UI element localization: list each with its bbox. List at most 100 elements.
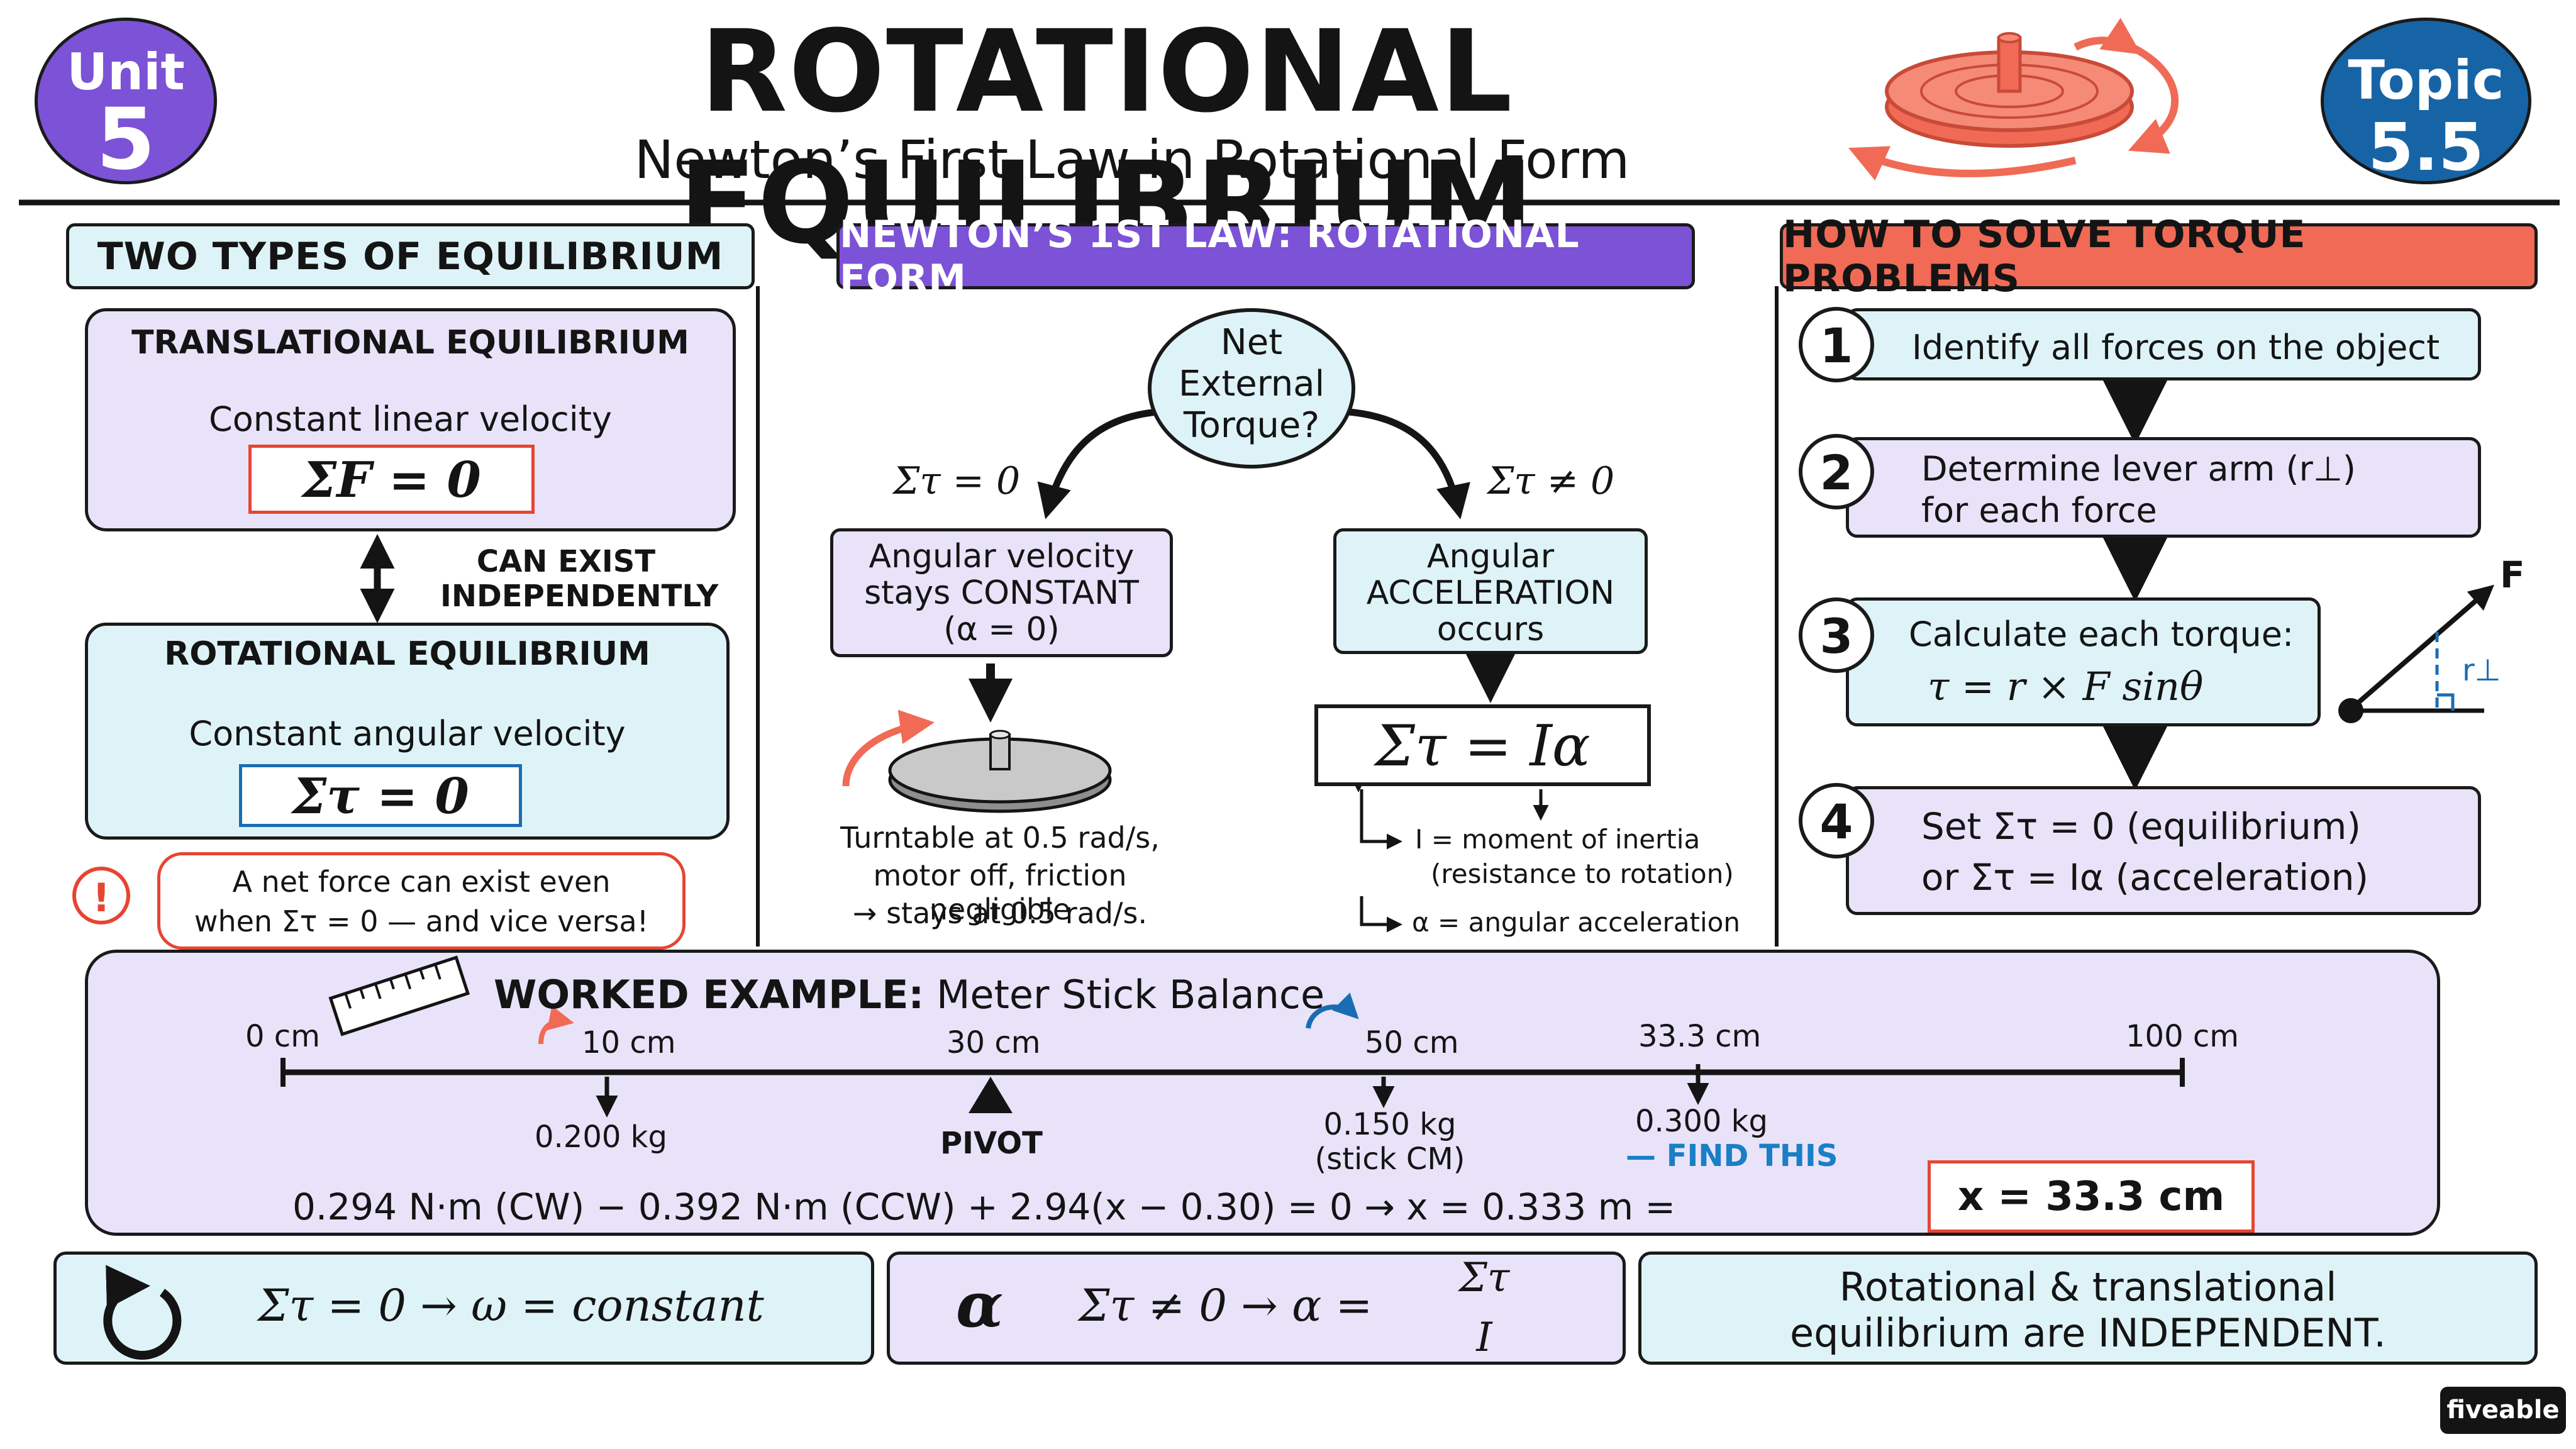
step-3-line-1: Calculate each torque: xyxy=(1909,614,2294,654)
question-line-1: Net xyxy=(1220,322,1283,363)
tick-label-50: 50 cm xyxy=(1365,1025,1459,1060)
summary-right-line-2: equilibrium are INDEPENDENT. xyxy=(1790,1310,2386,1356)
left-box-line-2: stays CONSTANT xyxy=(864,574,1139,612)
page-subtitle: Newton’s First Law in Rotational Form xyxy=(634,129,1630,191)
worked-example-answer: x = 33.3 cm xyxy=(1928,1160,2255,1233)
cw-icon xyxy=(1306,992,1359,1029)
left-branch-label: Στ = 0 xyxy=(893,459,1021,503)
spinning-disk-icon xyxy=(1848,18,2179,181)
force-label: F xyxy=(2500,553,2525,596)
mass-label-1: 0.200 kg xyxy=(535,1119,667,1155)
rotational-title: ROTATIONAL EQUILIBRIUM xyxy=(164,635,650,673)
branch-arrow-left xyxy=(1037,408,1158,519)
right-box-line-2: ACCELERATION xyxy=(1366,574,1615,612)
worked-example-title: WORKED EXAMPLE: Meter Stick Balance xyxy=(494,972,1324,1018)
right-branch-label: Στ ≠ 0 xyxy=(1487,459,1615,503)
step-2-number: 2 xyxy=(1799,434,1874,509)
step-1-text: Identify all forces on the object xyxy=(1912,328,2440,367)
definition-I-detail: (resistance to rotation) xyxy=(1431,858,1734,889)
right-box-line-1: Angular xyxy=(1426,538,1555,575)
summary-left-text: Στ = 0 → ω = constant xyxy=(258,1280,764,1331)
brand-logo[interactable]: fiveable xyxy=(2440,1387,2566,1434)
summary-box-right: Rotational & translational equilibrium a… xyxy=(1638,1252,2538,1365)
step-4-box: Set Στ = 0 (equilibrium) or Στ = Iα (acc… xyxy=(1846,786,2481,915)
mass-label-2-note: (stick CM) xyxy=(1314,1141,1465,1177)
connector-I xyxy=(1360,789,1402,850)
question-line-2: External xyxy=(1178,364,1325,404)
right-panel-heading: HOW TO SOLVE TORQUE PROBLEMS xyxy=(1780,213,2538,301)
step-3-box: Calculate each torque: τ = r × F sinθ xyxy=(1846,597,2321,726)
branch-arrow-right xyxy=(1348,408,1470,519)
turntable-line-1: Turntable at 0.5 rad/s, xyxy=(840,821,1160,855)
circular-arrow-icon xyxy=(103,1265,182,1360)
unit-number: 5 xyxy=(96,90,155,189)
step-1-box: Identify all forces on the object xyxy=(1846,308,2481,380)
mass-label-2: 0.150 kg xyxy=(1323,1107,1457,1142)
newton-second-law-equation: Στ = Iα xyxy=(1314,704,1651,786)
topic-badge: Topic 5.5 xyxy=(2321,18,2531,186)
step-4-number: 4 xyxy=(1799,783,1874,858)
summary-box-middle xyxy=(887,1252,1626,1365)
independence-label-2: INDEPENDENTLY xyxy=(440,579,719,614)
tick-label-30: 30 cm xyxy=(947,1025,1041,1060)
worked-example-title-bold: WORKED EXAMPLE: xyxy=(494,972,924,1018)
rotational-equation: Στ = 0 xyxy=(239,764,522,827)
warning-icon: ! xyxy=(72,867,130,924)
turntable-line-3: → stays at 0.5 rad/s. xyxy=(852,896,1148,930)
turntable-line-2: motor off, friction negligible xyxy=(873,858,1127,926)
left-box-line-1: Angular velocity xyxy=(869,538,1135,575)
step-3-line-2: τ = r × F sinθ xyxy=(1928,663,2204,709)
translational-box: TRANSLATIONAL EQUILIBRIUM Constant linea… xyxy=(85,308,736,531)
independence-label-1: CAN EXIST xyxy=(476,544,656,579)
step-4-line-1: Set Στ = 0 (equilibrium) xyxy=(1921,805,2361,848)
right-box-line-3: occurs xyxy=(1436,611,1545,648)
tick-label-100: 100 cm xyxy=(2126,1019,2240,1054)
pivot-label: PIVOT xyxy=(940,1126,1043,1161)
tick-label-10: 10 cm xyxy=(582,1025,676,1060)
summary-right-line-1: Rotational & translational xyxy=(1839,1264,2337,1310)
step-3-number: 3 xyxy=(1799,597,1874,673)
middle-panel-heading: NEWTON’S 1ST LAW: ROTATIONAL FORM xyxy=(836,213,1695,301)
rotational-box: ROTATIONAL EQUILIBRIUM Constant angular … xyxy=(85,623,730,840)
find-this-label: — FIND THIS xyxy=(1626,1138,1838,1174)
rotational-caption: Constant angular velocity xyxy=(189,714,626,753)
translational-caption: Constant linear velocity xyxy=(209,399,612,439)
unit-label: Unit xyxy=(67,43,185,101)
ruler-icon xyxy=(328,955,470,1036)
fraction-denominator: I xyxy=(1476,1314,1492,1361)
alpha-icon: α xyxy=(956,1269,1004,1341)
lever-arm-label: r⊥ xyxy=(2462,653,2501,688)
step-2-line-2: for each force xyxy=(1921,491,2157,530)
turntable-icon xyxy=(842,709,1112,813)
lever-arm-icon xyxy=(2338,584,2495,723)
ccw-icon xyxy=(538,1006,574,1045)
topic-number: 5.5 xyxy=(2368,109,2484,186)
left-box-line-3: (α = 0) xyxy=(943,611,1060,648)
pivot-triangle xyxy=(969,1077,1013,1113)
question-line-3: Torque? xyxy=(1183,405,1320,446)
worked-example-title-rest: Meter Stick Balance xyxy=(936,972,1325,1018)
warning-line-2: when Στ = 0 — and vice versa! xyxy=(194,904,649,938)
net-torque-question: Net External Torque? xyxy=(1148,308,1355,469)
step-4-line-2: or Στ = Iα (acceleration) xyxy=(1921,856,2369,899)
warning-line-1: A net force can exist even xyxy=(232,865,611,899)
definition-alpha: α = angular acceleration xyxy=(1412,907,1740,938)
angular-acceleration-box: Angular ACCELERATION occurs xyxy=(1333,528,1648,654)
tick-label-0: 0 cm xyxy=(245,1019,320,1054)
topic-label: Topic xyxy=(2348,49,2504,112)
mass-label-3: 0.300 kg xyxy=(1635,1104,1768,1139)
step-1-number: 1 xyxy=(1799,307,1874,382)
translational-equation: ΣF = 0 xyxy=(248,445,535,514)
warning-bubble: A net force can exist even when Στ = 0 —… xyxy=(157,852,686,950)
summary-middle-text: Στ ≠ 0 → α = xyxy=(1079,1280,1373,1331)
unit-badge: Unit 5 xyxy=(35,18,217,189)
constant-velocity-box: Angular velocity stays CONSTANT (α = 0) xyxy=(830,528,1173,657)
fraction-numerator: Στ xyxy=(1458,1255,1510,1301)
left-panel-heading: TWO TYPES OF EQUILIBRIUM xyxy=(66,223,755,289)
step-2-line-1: Determine lever arm (r⊥) xyxy=(1921,449,2356,489)
translational-title: TRANSLATIONAL EQUILIBRIUM xyxy=(131,324,689,362)
tick-label-333: 33.3 cm xyxy=(1638,1019,1762,1054)
step-2-box: Determine lever arm (r⊥) for each force xyxy=(1846,437,2481,538)
worked-example-equation: 0.294 N·m (CW) − 0.392 N·m (CCW) + 2.94(… xyxy=(292,1185,1676,1228)
definition-I: I = moment of inertia xyxy=(1415,824,1701,855)
